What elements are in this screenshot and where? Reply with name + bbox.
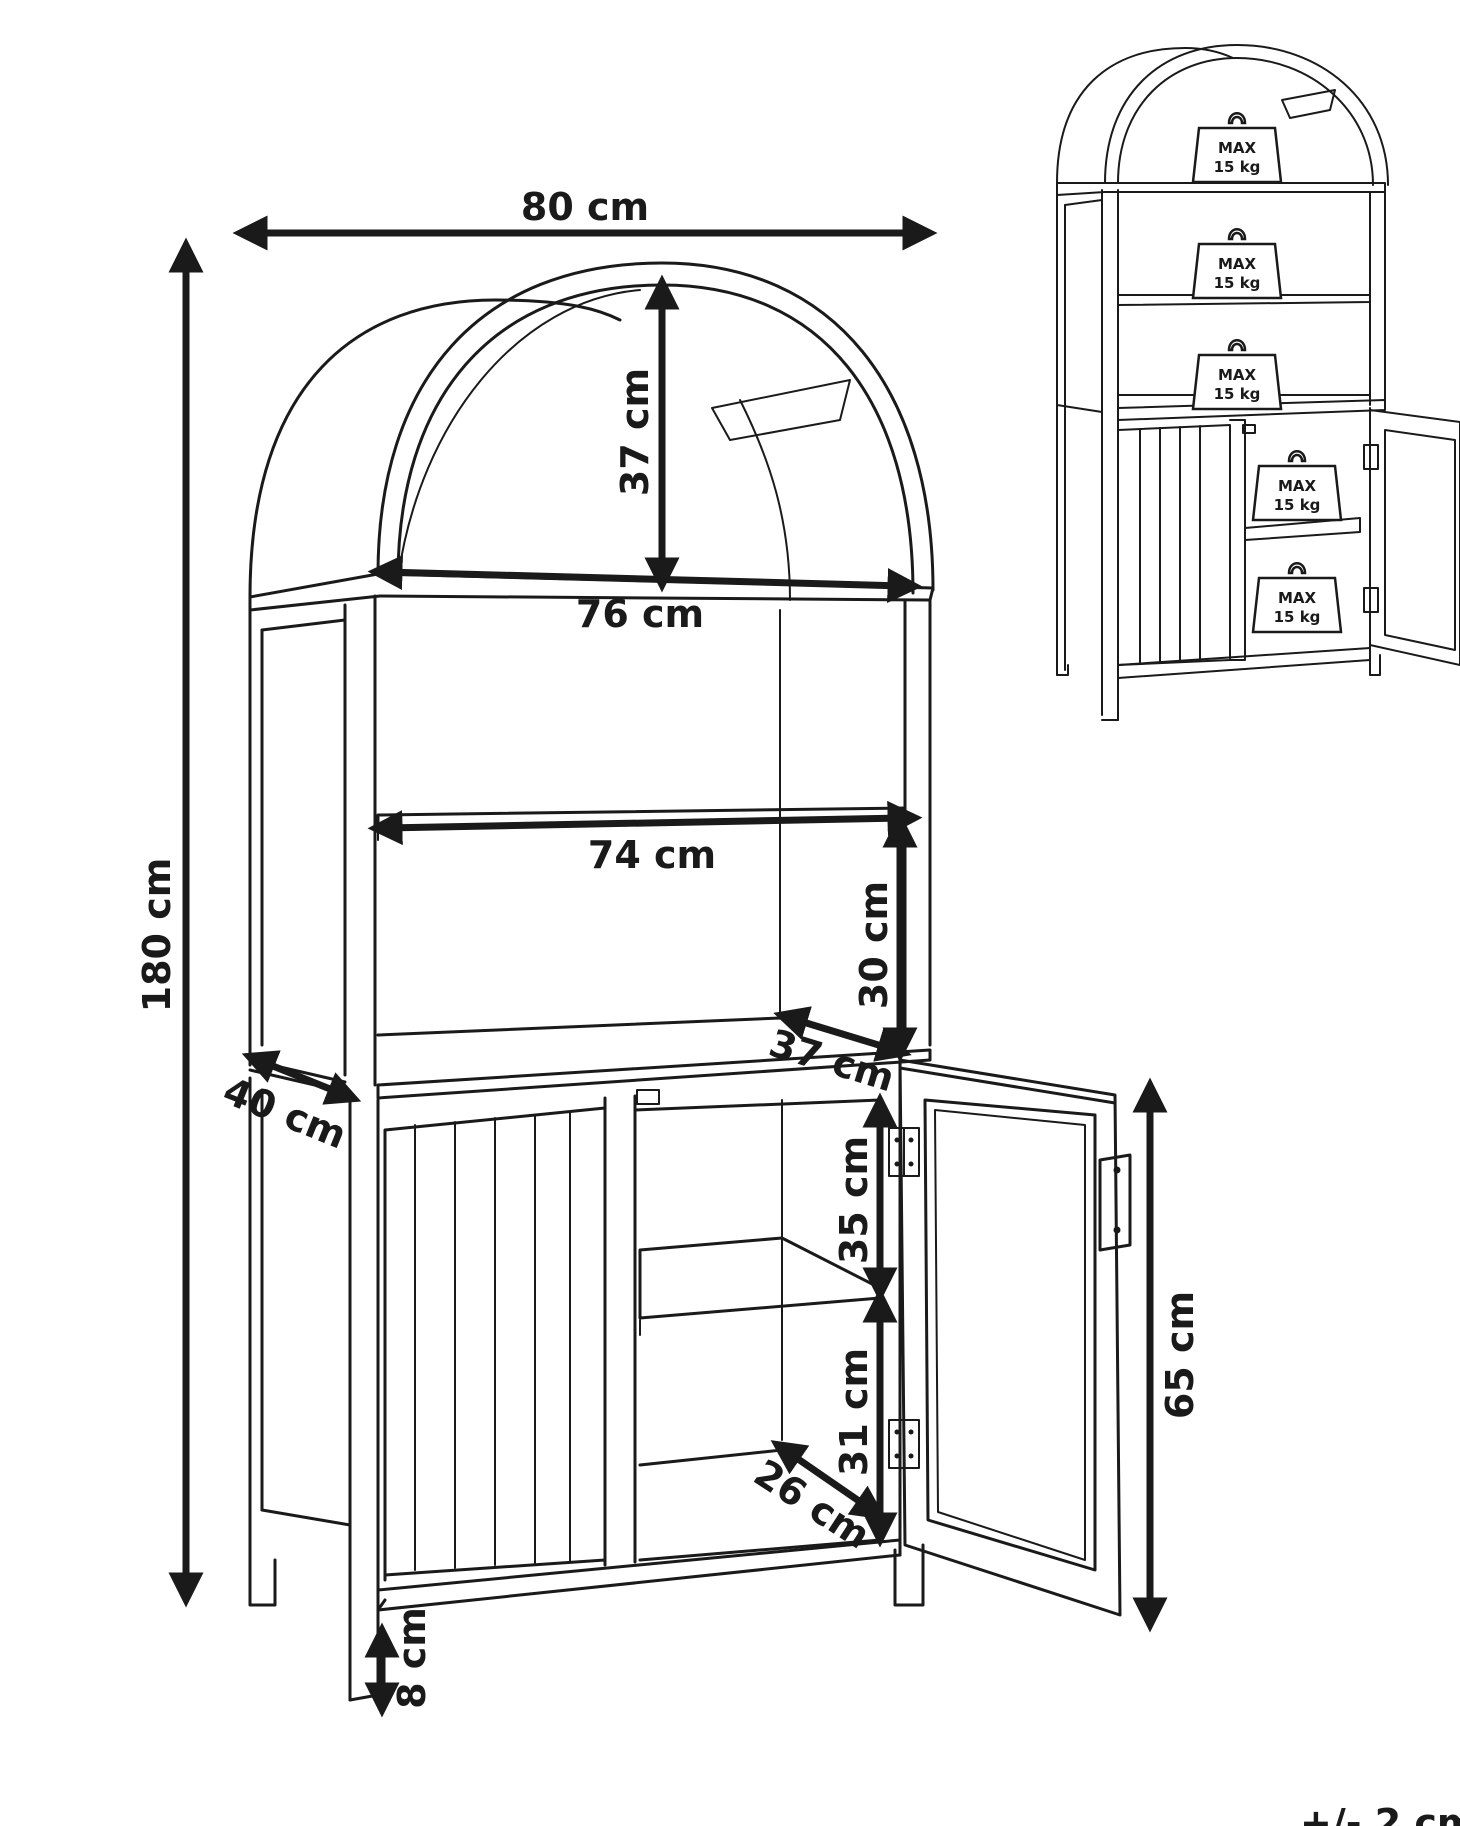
arrow-arch-width (367, 554, 923, 604)
weight-kg-label: 15 kg (1214, 158, 1261, 176)
weight-kg-label: 15 kg (1214, 385, 1261, 403)
arrow-cabinet-depth (241, 1050, 362, 1105)
label-shelf-height: 30 cm (852, 881, 896, 1009)
label-arch-width: 76 cm (576, 592, 704, 636)
weight-max-label: MAX (1218, 139, 1257, 157)
weight-max-label: MAX (1218, 255, 1257, 273)
weight-max-label: MAX (1278, 589, 1317, 607)
weight-max-label: MAX (1218, 366, 1257, 384)
label-cabinet-upper: 35 cm (832, 1136, 876, 1264)
tolerance-note: +/- 2 cm (1300, 1801, 1460, 1826)
dimension-labels: 80 cm 180 cm 37 cm 76 cm 74 cm 30 cm 37 … (135, 185, 1202, 1709)
cabinet-drawing (248, 261, 1132, 1702)
label-arch-height: 37 cm (613, 368, 657, 496)
weight-icon-3: MAX 15 kg (1191, 339, 1283, 411)
hinge-lower (888, 1419, 920, 1469)
weight-icon-4: MAX 15 kg (1251, 450, 1343, 522)
label-cabinet-height: 65 cm (1158, 1291, 1202, 1419)
label-cabinet-lower: 31 cm (832, 1348, 876, 1476)
weight-icon-1: MAX 15 kg (1191, 112, 1283, 184)
dimension-arrows (168, 215, 1168, 1718)
weight-kg-label: 15 kg (1274, 608, 1321, 626)
arrow-cabinet-shelf-depth (770, 1440, 887, 1520)
label-width-total: 80 cm (521, 185, 649, 229)
weight-max-label: MAX (1278, 477, 1317, 495)
arrow-shelf-width (367, 800, 923, 846)
weight-icon-5: MAX 15 kg (1251, 562, 1343, 634)
label-height-total: 180 cm (135, 858, 179, 1013)
label-leg-height: 8 cm (390, 1607, 434, 1709)
label-shelf-width: 74 cm (588, 833, 716, 877)
load-capacity-drawing: MAX 15 kg MAX 15 kg MAX 15 kg MAX 15 kg … (1056, 44, 1460, 721)
weight-icon-2: MAX 15 kg (1191, 228, 1283, 300)
arrow-shelf-depth (773, 1006, 912, 1062)
weight-kg-label: 15 kg (1274, 496, 1321, 514)
label-cabinet-depth: 40 cm (217, 1069, 352, 1158)
weight-kg-label: 15 kg (1214, 274, 1261, 292)
hinge-upper (888, 1127, 920, 1177)
